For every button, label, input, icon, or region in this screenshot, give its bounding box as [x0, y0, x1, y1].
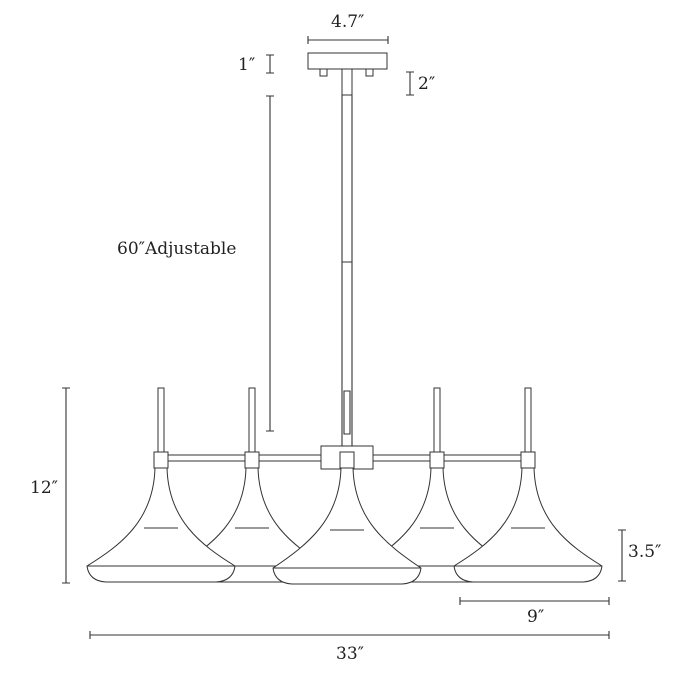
dim-overall-width [89, 631, 610, 639]
canopy [307, 52, 388, 96]
dim-fixture-height [62, 387, 70, 584]
dim-shade-height [618, 529, 626, 582]
label-canopy-width: 4.7″ [331, 12, 365, 32]
label-rod-length: 60″Adjustable [117, 239, 237, 259]
label-shade-height: 3.5″ [628, 542, 662, 562]
label-shade-diameter: 9″ [527, 607, 545, 627]
label-overall-width: 33″ [336, 644, 364, 664]
dim-rod [266, 95, 274, 432]
downrod [341, 95, 353, 452]
dim-canopy-width [307, 36, 389, 44]
dim-canopy-height [266, 54, 274, 74]
pendant-shade [86, 387, 236, 583]
dim-hardware [406, 71, 414, 96]
label-hardware: 2″ [418, 74, 436, 94]
label-fixture-height: 12″ [30, 478, 58, 498]
dim-shade-diameter [459, 597, 610, 605]
shades [86, 387, 603, 585]
pendant-shade [272, 451, 422, 585]
label-canopy-height: 1″ [238, 55, 256, 75]
pendant-shade [453, 387, 603, 583]
